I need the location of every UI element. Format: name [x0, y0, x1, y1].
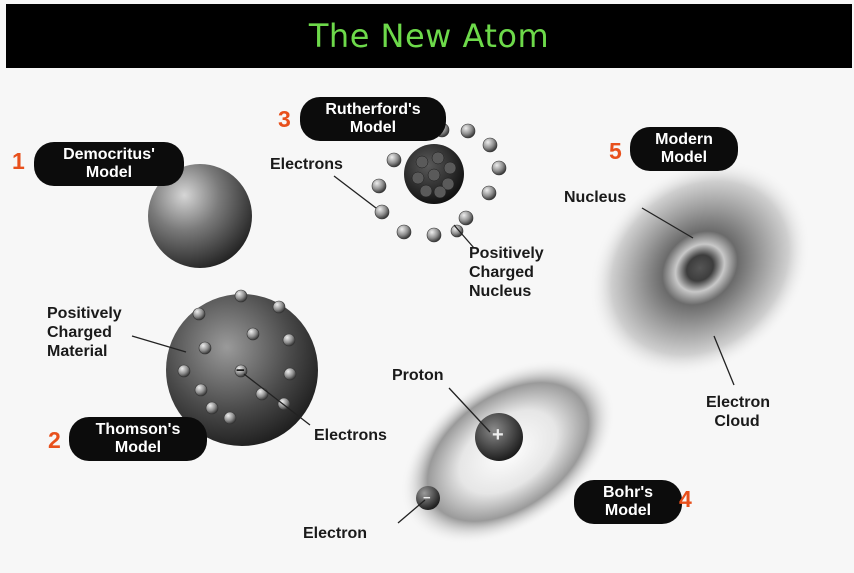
bohr-name: Bohr's: [588, 484, 668, 502]
thomson-material-word: Material: [47, 342, 122, 361]
rutherford-model-pill: Rutherford's Model: [300, 97, 446, 141]
rutherford-name: Rutherford's: [314, 101, 432, 119]
rutherford-electrons-label: Electrons: [270, 155, 343, 174]
bohr-electron-label: Electron: [303, 524, 367, 543]
thomson-model-word: Model: [83, 439, 193, 457]
democritus-name: Democritus': [48, 146, 170, 164]
democritus-model-word: Model: [48, 164, 170, 182]
proton-label: Proton: [392, 366, 444, 385]
thomson-charged-word: Charged: [47, 323, 122, 342]
rutherford-model-word: Model: [314, 119, 432, 137]
rutherford-positively-word: Positively: [469, 244, 544, 263]
model-4-number: 4: [679, 486, 692, 513]
minus-symbol-thomson: −: [236, 361, 245, 380]
thomson-positively-word: Positively: [47, 304, 122, 323]
modern-nucleus-label: Nucleus: [564, 188, 626, 207]
bohr-model-pill: Bohr's Model: [574, 480, 682, 524]
thomson-material-label: Positively Charged Material: [47, 304, 122, 361]
modern-model-word: Model: [644, 149, 724, 167]
rutherford-charged-word: Charged: [469, 263, 544, 282]
electron-cloud-label: Electron Cloud: [706, 393, 768, 431]
rutherford-nucleus-word: Nucleus: [469, 282, 544, 301]
rutherford-nucleus-label: Positively Charged Nucleus: [469, 244, 544, 301]
cloud-electron-word: Electron: [706, 393, 768, 412]
model-5-number: 5: [609, 138, 622, 165]
thomson-name: Thomson's: [83, 421, 193, 439]
modern-model-pill: Modern Model: [630, 127, 738, 171]
bohr-model-word: Model: [588, 502, 668, 520]
democritus-model-pill: Democritus' Model: [34, 142, 184, 186]
model-2-number: 2: [48, 427, 61, 454]
model-3-number: 3: [278, 106, 291, 133]
thomson-electrons-label: Electrons: [314, 426, 387, 445]
model-1-number: 1: [12, 148, 25, 175]
modern-name: Modern: [644, 131, 724, 149]
cloud-word: Cloud: [706, 412, 768, 431]
thomson-model-pill: Thomson's Model: [69, 417, 207, 461]
plus-symbol-proton: +: [492, 426, 504, 445]
minus-symbol-bohr: −: [423, 488, 431, 507]
